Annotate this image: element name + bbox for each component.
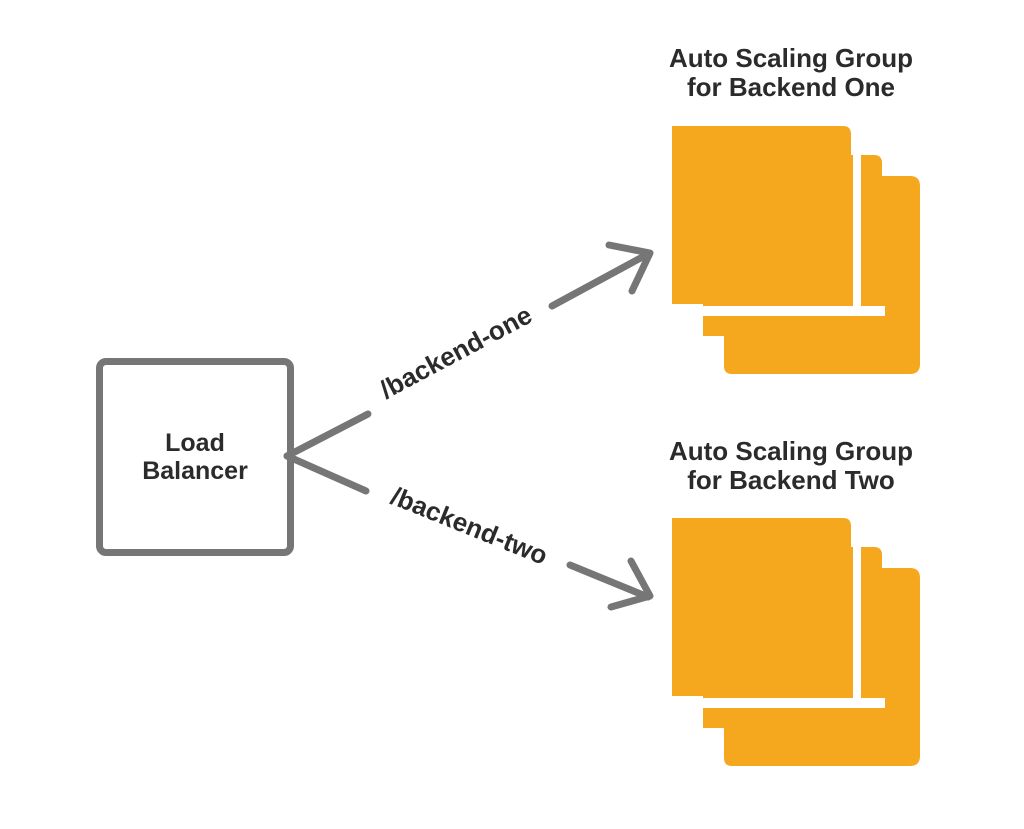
route-label-backend-one: /backend-one: [375, 299, 537, 404]
connector-line-backend-two-end: [566, 561, 652, 601]
group-title-line: for Backend One: [686, 72, 896, 102]
group-title-backend-one: Auto Scaling Group for Backend One: [621, 44, 961, 102]
connector-line-backend-one-start: [283, 410, 372, 460]
connector-line-backend-two-start: [283, 452, 370, 495]
instance-card-front: [672, 126, 851, 304]
arrowhead-icon: [605, 241, 654, 295]
card-gap: [853, 512, 861, 708]
stacked-instances-icon: [672, 512, 920, 766]
group-title-line: Auto Scaling Group: [668, 43, 914, 73]
arrowhead-icon: [607, 557, 654, 611]
instance-card-front: [672, 518, 851, 696]
route-label-backend-two: /backend-two: [387, 481, 552, 571]
load-balancer-label: Load Balancer: [142, 429, 248, 485]
group-title-line: for Backend Two: [687, 465, 895, 495]
group-title-line: Auto Scaling Group: [668, 436, 914, 466]
card-gap: [673, 698, 885, 708]
connector-backend-two: /backend-two: [283, 452, 654, 611]
group-title-backend-two: Auto Scaling Group for Backend Two: [621, 437, 961, 495]
load-balancer-box: Load Balancer: [96, 358, 294, 556]
stacked-instances-icon: [672, 120, 920, 374]
card-gap: [673, 306, 885, 316]
connector-backend-one: /backend-one: [283, 241, 654, 460]
card-gap: [853, 120, 861, 316]
connector-line-backend-one-end: [548, 250, 652, 310]
